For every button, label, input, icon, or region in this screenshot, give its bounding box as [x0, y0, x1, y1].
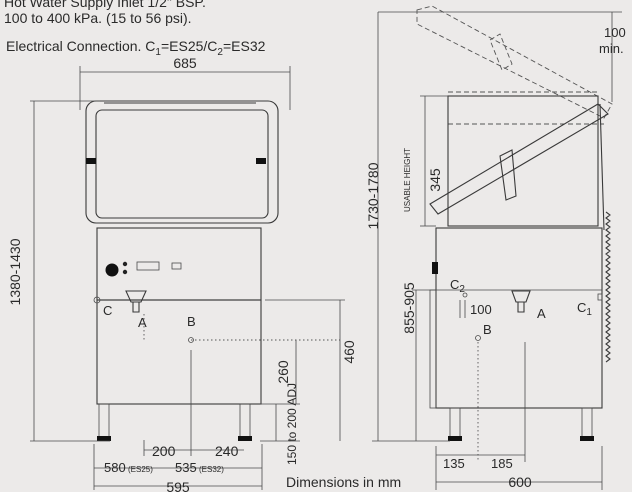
- front-height-1380-1430: 1380-1430: [7, 238, 23, 305]
- water-supply-spec: Hot Water Supply Inlet 1/2" BSP.: [4, 0, 206, 10]
- front-dim-580: 580: [104, 460, 126, 475]
- front-dim-535-note: (ES32): [199, 465, 224, 474]
- front-label-c: C: [103, 303, 112, 318]
- side-dim-185: 185: [491, 456, 513, 471]
- front-width-685: 685: [173, 55, 197, 71]
- front-dim-adj: 150 to 200 ADJ: [285, 383, 299, 465]
- electrical-connection-spec: Electrical Connection. C1=ES25/C2=ES32: [6, 38, 266, 58]
- front-dim-535: 535: [175, 460, 197, 475]
- side-dim-600: 600: [508, 474, 532, 490]
- side-clearance-100: 100: [604, 25, 626, 40]
- front-dim-460: 460: [341, 340, 357, 364]
- side-label-b: B: [483, 322, 492, 337]
- side-label-a: A: [537, 306, 546, 321]
- side-view: 100 min. C2 C1 A B: [365, 5, 626, 490]
- front-dim-580-note: (ES25): [128, 465, 153, 474]
- water-pressure-spec: 100 to 400 kPa. (15 to 56 psi).: [4, 10, 192, 26]
- side-dim-100: 100: [470, 302, 492, 317]
- control-knob: [105, 263, 119, 277]
- side-usable-height-345: 345: [427, 168, 443, 192]
- side-usable-height-label: USABLE HEIGHT: [403, 148, 412, 212]
- side-working-height: 855-905: [401, 282, 417, 334]
- hood-latch-left: [86, 158, 96, 164]
- front-dim-595: 595: [166, 479, 190, 492]
- side-dim-135: 135: [443, 456, 465, 471]
- hood-latch-right: [256, 158, 266, 164]
- front-label-b: B: [187, 314, 196, 329]
- front-dim-200: 200: [152, 443, 176, 459]
- front-dim-260: 260: [275, 360, 291, 384]
- side-label-c2: C2: [450, 277, 465, 295]
- front-label-a: A: [138, 315, 147, 330]
- front-view: 685 C A B: [7, 55, 357, 492]
- front-dim-240: 240: [215, 443, 239, 459]
- units-note: Dimensions in mm: [286, 474, 401, 490]
- side-label-c1: C1: [577, 300, 592, 318]
- side-height-open: 1730-1780: [365, 162, 381, 229]
- side-clearance-min: min.: [599, 41, 624, 56]
